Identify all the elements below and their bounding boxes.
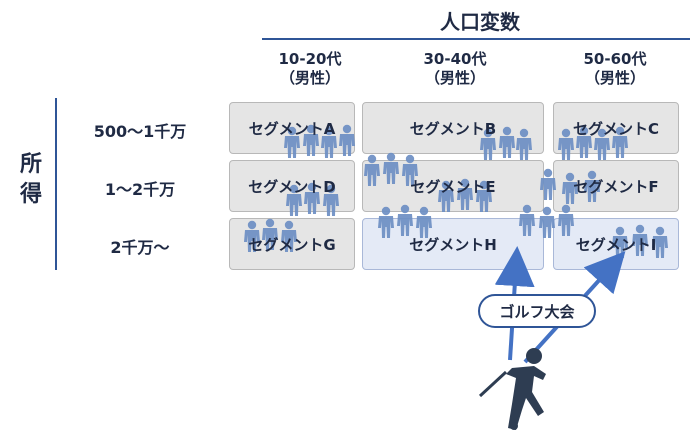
segment-label: セグメントD: [248, 177, 336, 196]
segment-b: セグメントB: [362, 102, 544, 154]
segment-i: セグメントI: [553, 218, 679, 270]
segment-label: セグメントB: [409, 119, 497, 138]
segment-label: セグメントH: [409, 235, 497, 254]
income-axis-text: 所得: [20, 152, 43, 207]
segment-c: セグメントC: [553, 102, 679, 154]
segment-e: セグメントE: [362, 160, 544, 212]
header-divider: [262, 38, 690, 40]
segment-label: セグメントC: [572, 119, 659, 138]
income-row-2: 1～2千万: [104, 180, 176, 199]
age-column-3: 50-60代 （男性）: [560, 50, 670, 88]
income-row-3: 2千万～: [110, 238, 170, 257]
age-range-label: 10-20代: [278, 50, 342, 68]
income-axis-line: [55, 98, 57, 270]
segment-label: セグメントG: [248, 235, 336, 254]
segment-label: セグメントI: [575, 235, 657, 254]
gender-label: （男性）: [584, 69, 645, 87]
income-row-1: 500～1千万: [93, 122, 187, 141]
segment-label: セグメントA: [248, 119, 336, 138]
segment-f: セグメントF: [553, 160, 679, 212]
age-column-1: 10-20代 （男性）: [262, 50, 358, 88]
segment-label: セグメントF: [573, 177, 659, 196]
age-range-label: 30-40代: [423, 50, 487, 68]
segment-a: セグメントA: [229, 102, 355, 154]
segment-d: セグメントD: [229, 160, 355, 212]
segment-label: セグメントE: [410, 177, 496, 196]
gender-label: （男性）: [424, 69, 485, 87]
income-axis-label: 所得: [14, 150, 48, 210]
golfer-icon: [478, 348, 546, 430]
golf-event-label: ゴルフ大会: [478, 294, 596, 328]
population-variable-title: 人口変数: [440, 10, 520, 34]
event-label: ゴルフ大会: [499, 302, 575, 321]
gender-label: （男性）: [279, 69, 340, 87]
age-range-label: 50-60代: [583, 50, 647, 68]
segment-g: セグメントG: [229, 218, 355, 270]
age-column-2: 30-40代 （男性）: [400, 50, 510, 88]
segment-h: セグメントH: [362, 218, 544, 270]
